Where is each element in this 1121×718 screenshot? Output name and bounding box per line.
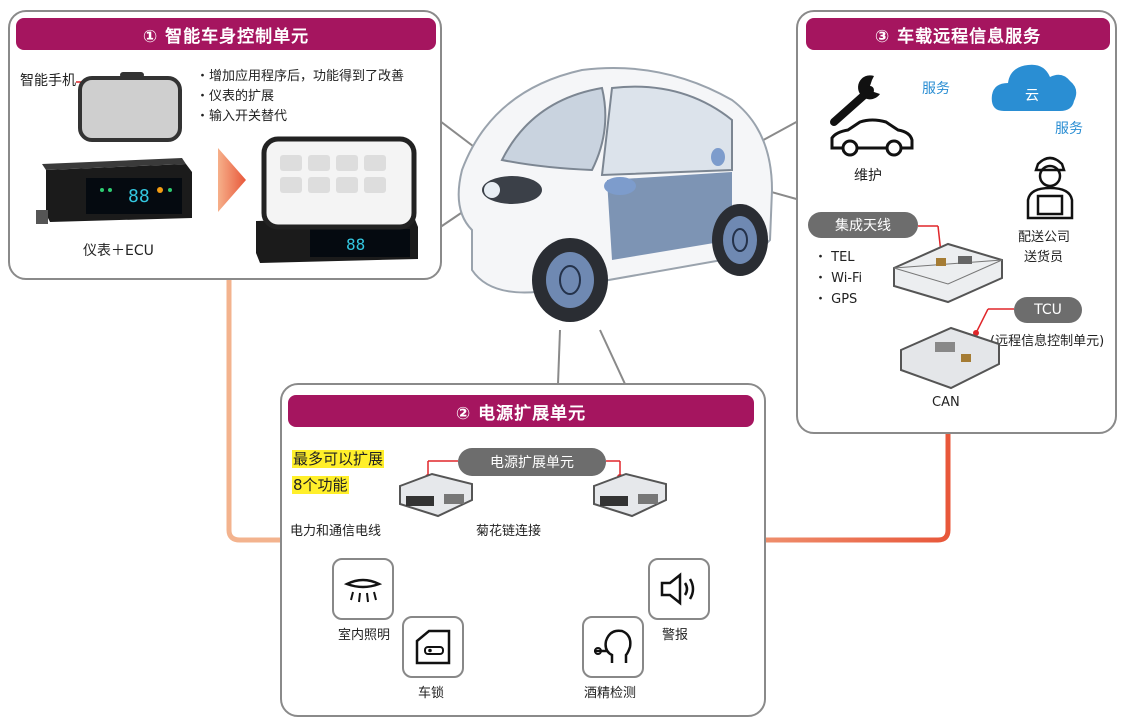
- cloud-icon: [991, 64, 1077, 111]
- delivery-label-line2: 送货员: [1024, 250, 1064, 265]
- phone-on-meter-unit: 88: [256, 136, 418, 263]
- panel3-title: ③ 车载远程信息服务: [806, 18, 1110, 50]
- meter-ecu-unit: 88: [36, 158, 192, 224]
- delivery-label-line1: 配送公司: [1018, 230, 1071, 245]
- door-lock-icon: [415, 629, 451, 665]
- bullet-switch-replacement: ・输入开关替代: [196, 109, 288, 124]
- wrench-icon: [830, 75, 880, 126]
- antenna-item-tel: ・ TEL: [814, 250, 855, 265]
- meter-ecu-label: 仪表＋ECU: [83, 243, 154, 259]
- delivery-person-icon: [1026, 156, 1074, 220]
- smartphone-icon: [78, 72, 182, 142]
- power-unit-pill: 电源扩展单元: [458, 448, 606, 476]
- alcohol-check-box: [582, 616, 644, 678]
- highlight-text2: 8个功能: [292, 476, 349, 494]
- ceiling-light-icon: [343, 578, 383, 603]
- antenna-item-wifi: ・ Wi-Fi: [814, 271, 863, 286]
- alarm-box: [648, 558, 710, 620]
- interior-light-label: 室内照明: [338, 628, 391, 643]
- speaker-icon: [660, 572, 695, 606]
- arrow-icon: [218, 148, 246, 212]
- power-unit-right: [593, 472, 667, 518]
- tcu-description: (远程信息控制单元): [990, 334, 1105, 349]
- antenna-module: [893, 242, 1003, 304]
- tcu-pointer: [973, 308, 1014, 336]
- daisy-chain-label: 菊花链连接: [476, 524, 542, 539]
- power-line-label: 电力和通信电线: [290, 524, 382, 539]
- alcohol-check-label: 酒精检测: [584, 686, 637, 701]
- maintenance-label: 维护: [854, 168, 882, 184]
- bullet-app-improvement: ・增加应用程序后，功能得到了改善: [196, 69, 405, 84]
- antenna-item-gps: ・ GPS: [814, 292, 858, 307]
- highlight-text1: 最多可以扩展: [292, 450, 385, 468]
- door-lock-box: [402, 616, 464, 678]
- door-lock-label: 车锁: [418, 686, 445, 701]
- panel1-title: ① 智能车身控制单元: [16, 18, 436, 50]
- interior-light-box: [332, 558, 394, 620]
- svg-text:88: 88: [128, 186, 150, 207]
- service-label-right: 服务: [1055, 121, 1083, 137]
- car-illustration: [457, 67, 774, 322]
- highlight-line1: 最多可以扩展: [292, 448, 385, 469]
- highlight-line2: 8个功能: [292, 474, 349, 495]
- tcu-module: [900, 326, 1000, 390]
- smartphone-label: 智能手机: [20, 73, 76, 89]
- car-icon: [830, 118, 914, 157]
- service-label-left: 服务: [922, 81, 950, 97]
- svg-text:88: 88: [346, 235, 365, 254]
- breath-test-icon: [594, 629, 632, 663]
- panel-power-expansion: [280, 383, 766, 717]
- tcu-pill: TCU: [1014, 297, 1082, 323]
- antenna-pill: 集成天线: [808, 212, 918, 238]
- alarm-label: 警报: [662, 628, 689, 643]
- panel2-title: ② 电源扩展单元: [288, 395, 754, 427]
- cloud-label: 云: [1025, 88, 1039, 104]
- bullet-meter-expansion: ・仪表的扩展: [196, 89, 275, 104]
- power-unit-left: [399, 472, 473, 518]
- can-label: CAN: [932, 395, 960, 410]
